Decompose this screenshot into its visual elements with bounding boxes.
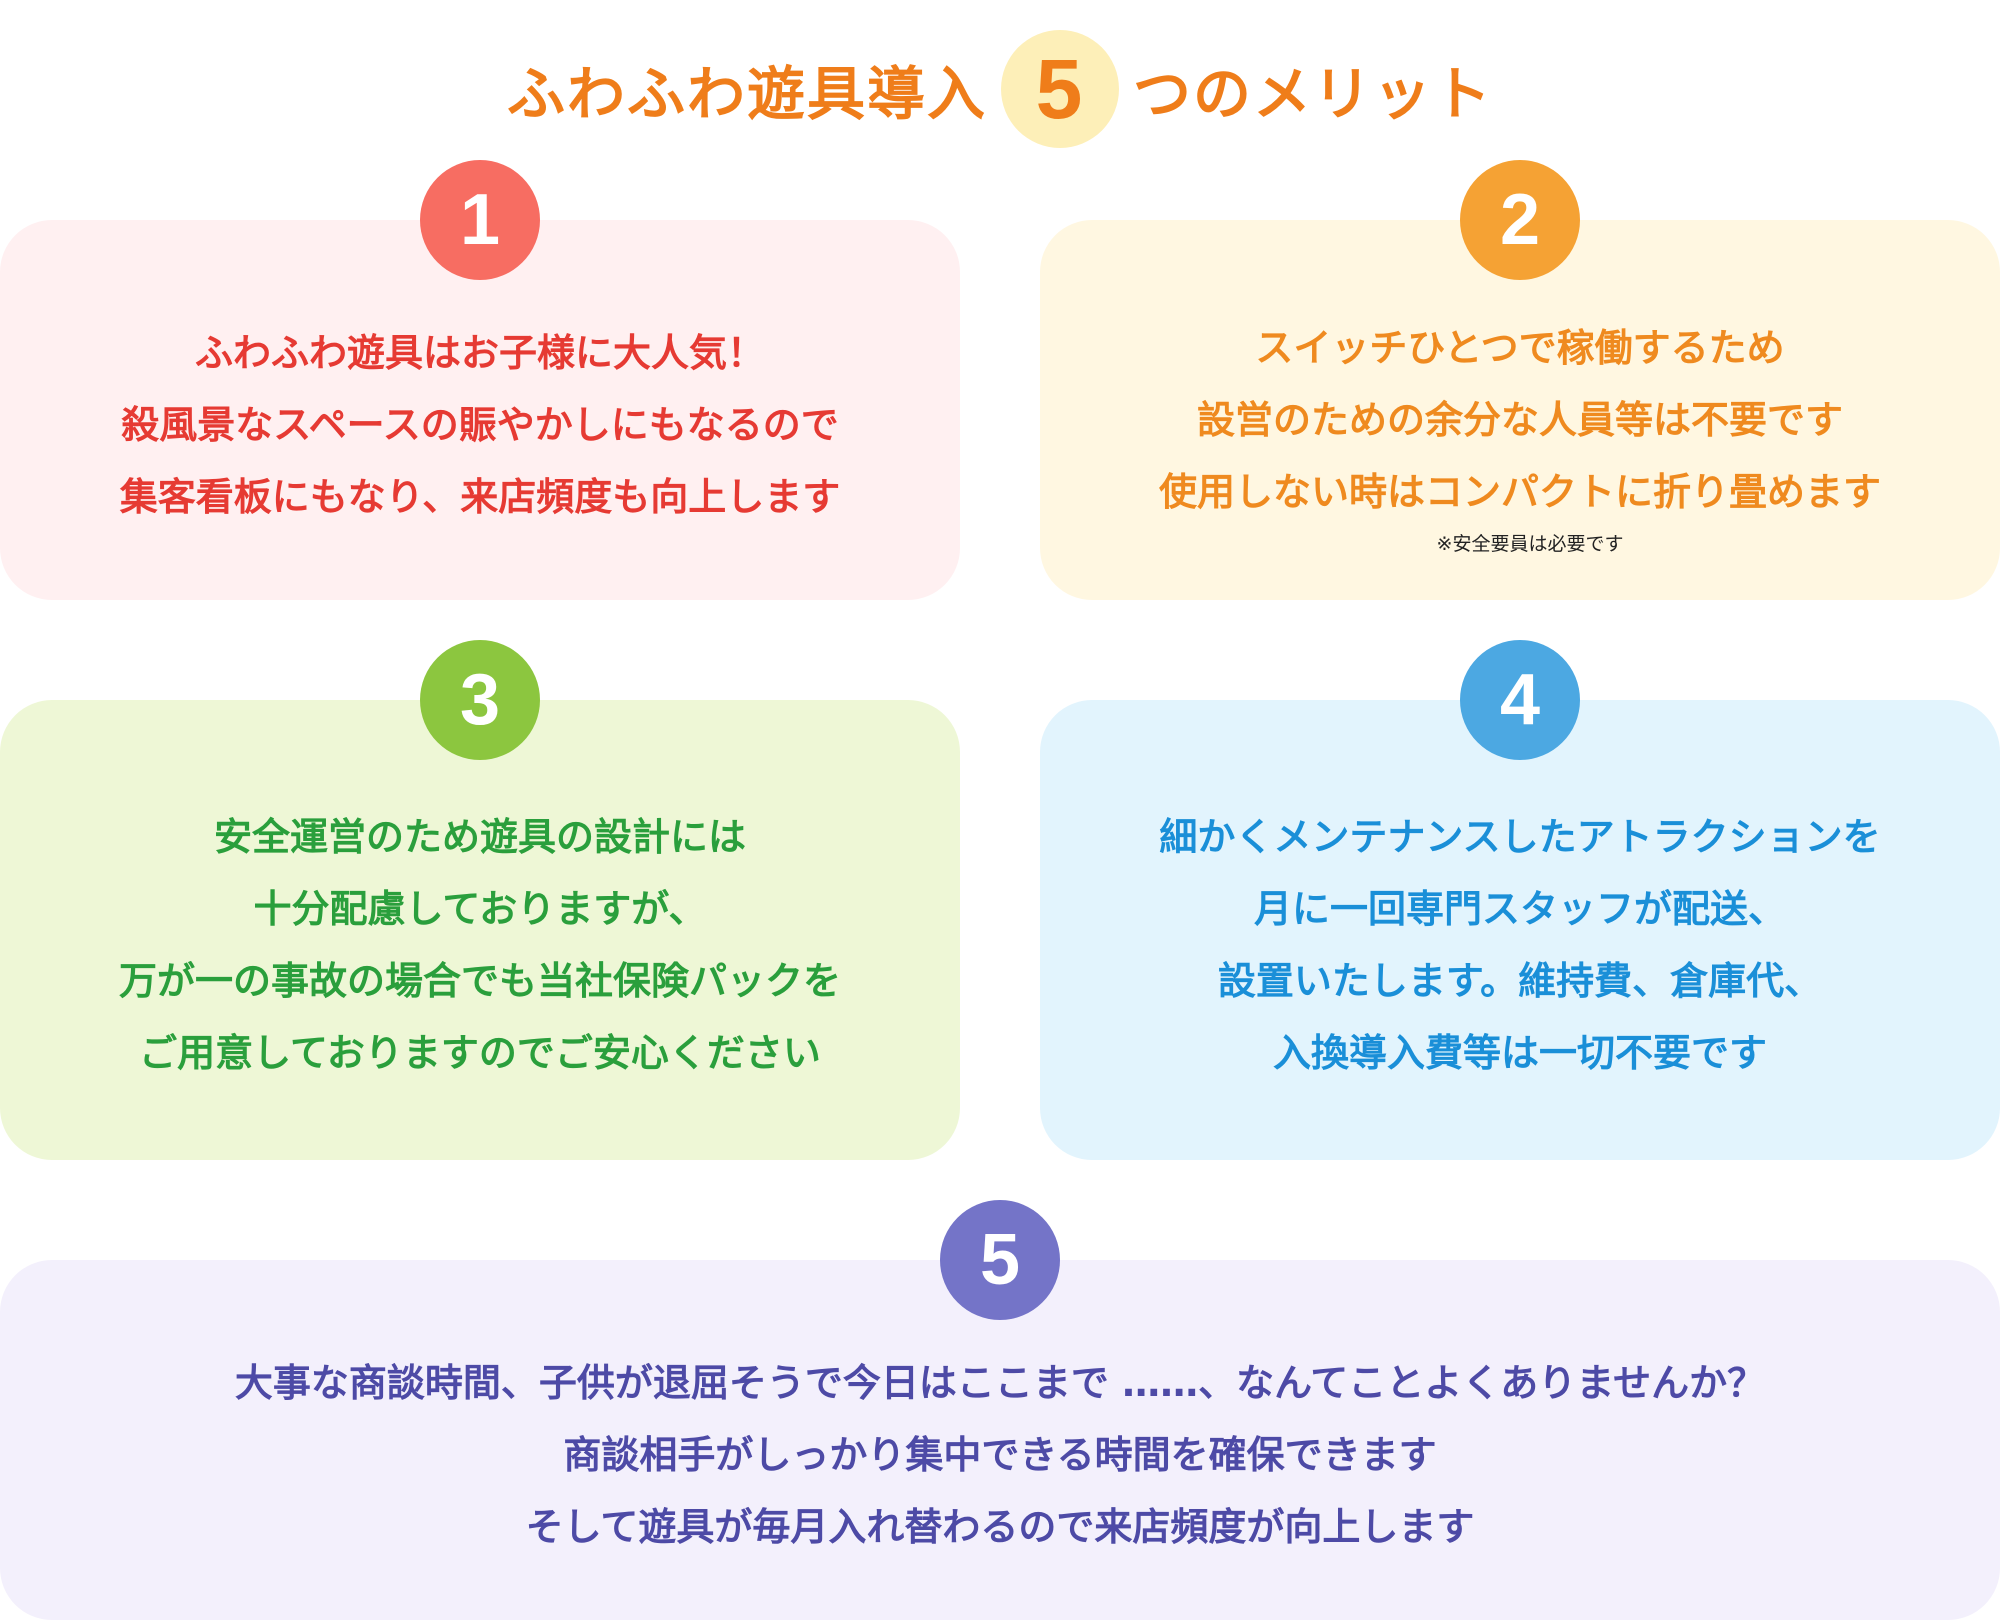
- merit-4-line-3: 設置いたします。維持費、倉庫代、: [1217, 959, 1823, 1003]
- merit-3-line-2: 十分配慮しておりますが、: [253, 887, 707, 931]
- merit-2-note: ※安全要員は必要です: [1436, 533, 1624, 555]
- merit-1-number-badge: 1: [420, 160, 540, 280]
- merit-4-line-1: 細かくメンテナンスしたアトラクションを: [1159, 815, 1881, 859]
- merit-card-1: ふわふわ遊具はお子様に大人気！ 殺風景なスペースの賑やかしにもなるので 集客看板…: [0, 220, 960, 600]
- merit-5-line-1: 大事な商談時間、子供が退屈そうで今日はここまで ……、なんてことよくありませんか…: [234, 1361, 1766, 1405]
- merit-2-line-1: スイッチひとつで稼働するため: [1255, 326, 1785, 370]
- merit-3-number-badge: 3: [420, 640, 540, 760]
- merit-1-line-1: ふわふわ遊具はお子様に大人気！: [194, 331, 765, 375]
- merit-2-line-3: 使用しない時はコンパクトに折り畳めます: [1158, 470, 1881, 514]
- merit-4-number-badge: 4: [1460, 640, 1580, 760]
- merit-5-line-3: そして遊具が毎月入れ替わるので来店頻度が向上します: [525, 1505, 1475, 1549]
- merit-card-4: 細かくメンテナンスしたアトラクションを 月に一回専門スタッフが配送、 設置いたし…: [1040, 700, 2000, 1160]
- merit-2-number-badge: 2: [1460, 160, 1580, 280]
- page-title: ふわふわ遊具導入 5 つのメリット: [0, 30, 2000, 148]
- merit-4-line-4: 入換導入費等は一切不要です: [1272, 1031, 1767, 1075]
- merit-3-line-4: ご用意しておりますのでご安心ください: [139, 1031, 821, 1075]
- title-prefix: ふわふわ遊具導入: [506, 60, 987, 128]
- title-suffix: つのメリット: [1133, 60, 1494, 128]
- merit-3-line-3: 万が一の事故の場合でも当社保険パックを: [118, 959, 841, 1003]
- merit-4-line-2: 月に一回専門スタッフが配送、: [1253, 887, 1786, 931]
- merit-3-line-1: 安全運営のため遊具の設計には: [213, 815, 746, 859]
- merit-1-line-2: 殺風景なスペースの賑やかしにもなるので: [121, 403, 839, 447]
- merit-5-number-badge: 5: [940, 1200, 1060, 1320]
- merit-5-line-2: 商談相手がしっかり集中できる時間を確保できます: [563, 1433, 1437, 1477]
- merit-2-line-2: 設営のための余分な人員等は不要です: [1196, 398, 1843, 442]
- merit-card-5: 大事な商談時間、子供が退屈そうで今日はここまで ……、なんてことよくありませんか…: [0, 1260, 2000, 1620]
- merit-1-line-3: 集客看板にもなり、来店頻度も向上します: [119, 475, 841, 519]
- merit-card-3: 安全運営のため遊具の設計には 十分配慮しておりますが、 万が一の事故の場合でも当…: [0, 700, 960, 1160]
- title-number-badge: 5: [1001, 30, 1119, 148]
- merit-card-2: スイッチひとつで稼働するため 設営のための余分な人員等は不要です 使用しない時は…: [1040, 220, 2000, 600]
